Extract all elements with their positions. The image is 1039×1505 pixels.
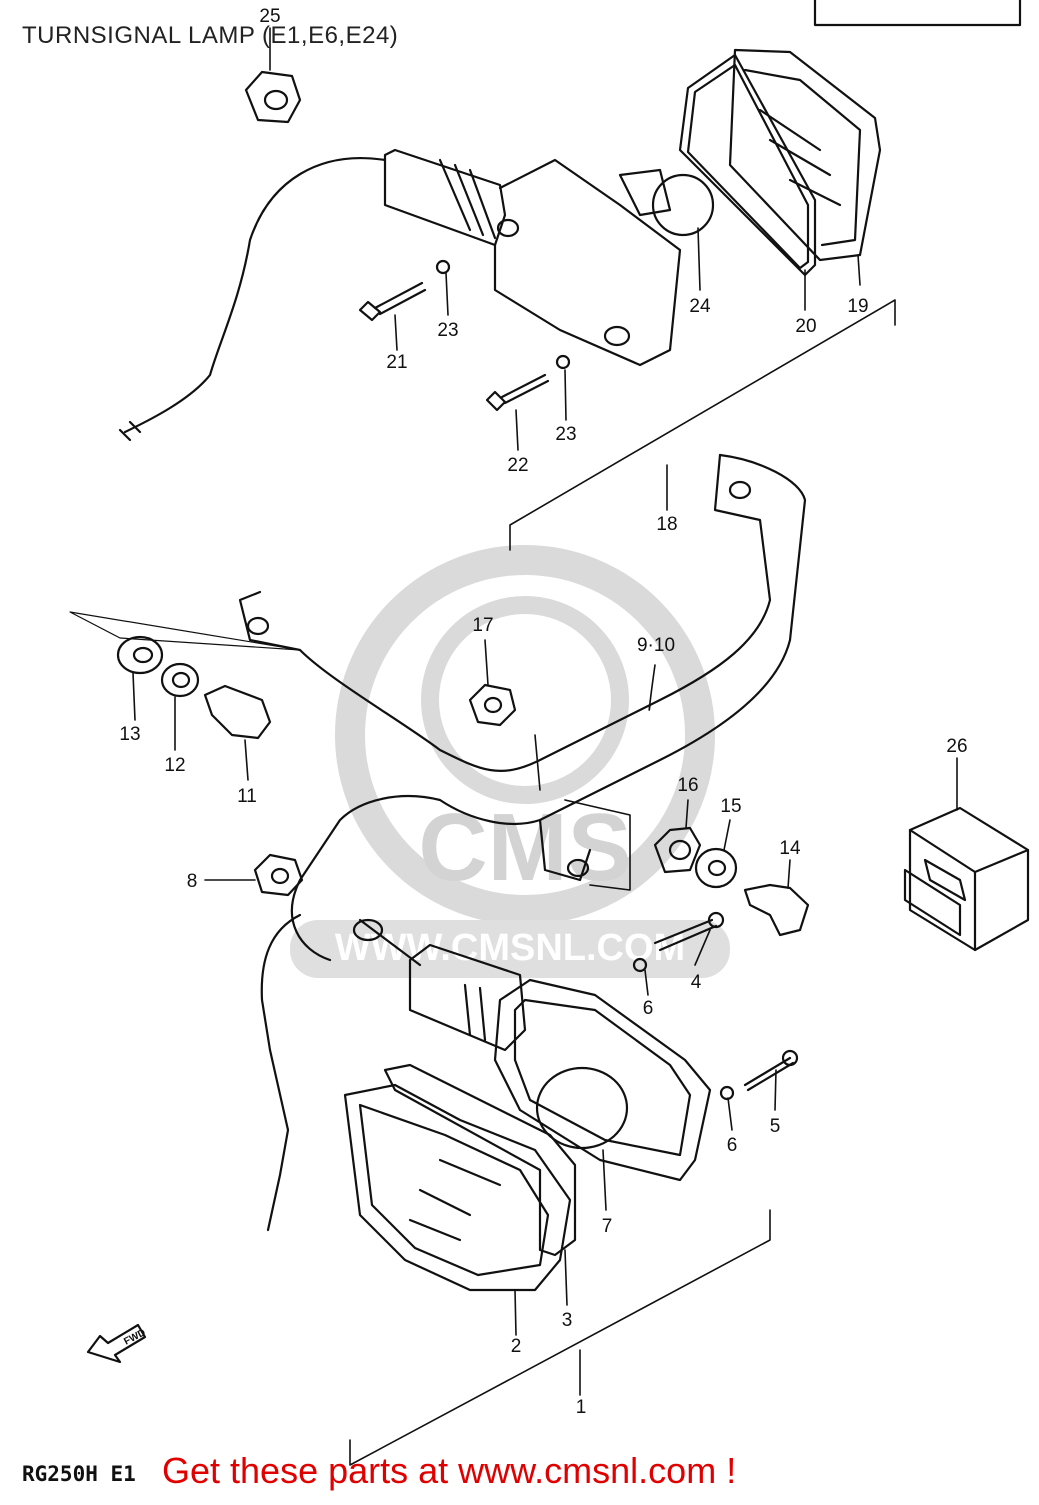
lens-19 — [728, 48, 882, 262]
watermark-url-text: WWW.CMSNL.COM — [335, 927, 685, 969]
callout-4: 4 — [691, 972, 702, 993]
footer-cta-link[interactable]: Get these parts at www.cmsnl.com ! — [162, 1450, 737, 1491]
callout-15: 15 — [720, 796, 741, 817]
callout-16: 16 — [677, 775, 698, 796]
callout-18: 18 — [656, 514, 677, 535]
bolt-14 — [743, 883, 810, 937]
lens-2 — [343, 1083, 572, 1292]
leader-lines — [69, 27, 958, 1466]
callout-7: 7 — [602, 1216, 613, 1237]
screw-5 — [743, 1049, 799, 1092]
callout-14: 14 — [779, 838, 801, 859]
callout-labels: 25 24 20 19 23 21 23 22 18 17 9·10 13 12… — [119, 6, 967, 1418]
diagram-title: TURNSIGNAL LAMP (E1,E6,E24) — [22, 22, 399, 49]
fwd-label: FWD — [122, 1327, 147, 1347]
callout-24: 24 — [689, 296, 711, 317]
fwd-arrow — [86, 1323, 147, 1364]
model-code: RG250H E1 — [22, 1462, 136, 1486]
screw-4 — [653, 911, 725, 952]
callout-6b: 6 — [727, 1135, 738, 1156]
callout-5: 5 — [770, 1116, 781, 1137]
washer-6b — [719, 1085, 735, 1101]
lower-lamp-housing — [408, 943, 712, 1182]
callout-17: 17 — [472, 615, 493, 636]
callout-6: 6 — [643, 998, 654, 1019]
callout-9-10: 9·10 — [637, 635, 675, 656]
bolt-11 — [203, 684, 272, 740]
nut-25 — [244, 70, 302, 124]
callout-21: 21 — [386, 352, 407, 373]
watermark-logo-text: CMS — [418, 794, 631, 901]
screw-21 — [358, 281, 427, 322]
washer-6 — [632, 957, 648, 973]
callout-20: 20 — [795, 316, 816, 337]
nut-17 — [468, 683, 517, 727]
callout-13: 13 — [119, 724, 140, 745]
callout-22: 22 — [507, 455, 528, 476]
callout-26: 26 — [946, 736, 967, 757]
lower-wire — [260, 913, 302, 1232]
washer-12 — [160, 662, 200, 698]
callout-12: 12 — [164, 755, 185, 776]
washer-23 — [435, 259, 451, 275]
washer-15 — [694, 847, 738, 889]
callout-23: 23 — [437, 320, 458, 341]
screw-22 — [485, 373, 550, 412]
callout-23b: 23 — [555, 424, 576, 445]
upper-lamp-housing — [383, 148, 682, 367]
bulb-24 — [618, 168, 715, 237]
callout-25: 25 — [259, 6, 280, 27]
frame-corner — [813, 0, 1022, 27]
callout-2: 2 — [511, 1336, 522, 1357]
washer-13 — [116, 635, 164, 675]
callout-3: 3 — [562, 1310, 573, 1331]
nut-8 — [253, 853, 304, 897]
callout-19: 19 — [847, 296, 868, 317]
callout-8: 8 — [187, 871, 198, 892]
upper-wire — [123, 157, 387, 434]
callout-11: 11 — [237, 786, 257, 807]
callout-1: 1 — [576, 1397, 587, 1418]
washer-23b — [555, 354, 571, 370]
cms-watermark: CMS WWW.CMSNL.COM — [290, 545, 730, 978]
gasket-3 — [383, 1063, 577, 1257]
spacer-16 — [653, 826, 702, 874]
relay-26 — [903, 806, 1030, 952]
